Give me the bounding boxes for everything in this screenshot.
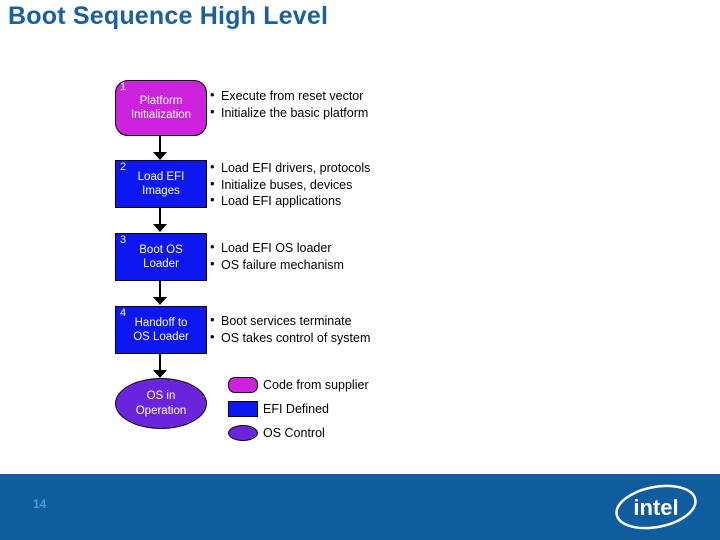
intel-logo: intel (615, 484, 697, 530)
legend-item-code-from-supplier: Code from supplier (228, 373, 369, 396)
flow-node-1-bullets: Execute from reset vector Initialize the… (210, 87, 368, 122)
boot-sequence-flowchart: 1 Platform Initialization Execute from r… (0, 0, 720, 474)
flow-node-3-bullets: Load EFI OS loader OS failure mechanism (210, 239, 344, 274)
flow-node-os-in-operation[interactable]: OS in Operation (115, 378, 207, 429)
connector-4-to-os (159, 354, 161, 371)
page-number: 14 (33, 497, 47, 511)
flow-node-os-label: OS in Operation (135, 390, 187, 417)
bullet-item: Load EFI applications (210, 192, 370, 210)
intel-logo-swoosh-icon (615, 484, 697, 530)
bullet-item: Initialize the basic platform (210, 104, 368, 122)
flow-node-2-bullets: Load EFI drivers, protocols Initialize b… (210, 159, 370, 210)
arrowhead-2-to-3 (153, 224, 167, 232)
flow-node-3-label: Boot OS Loader (139, 243, 183, 270)
flow-node-3-number: 3 (120, 234, 127, 246)
legend-label: OS Control (263, 425, 325, 440)
legend-item-efi-defined: EFI Defined (228, 397, 369, 420)
flow-node-1-number: 1 (120, 81, 127, 93)
flow-node-3-boot-os-loader[interactable]: 3 Boot OS Loader (115, 233, 207, 281)
flow-node-1-label: Platform Initialization (130, 94, 192, 121)
flow-node-4-handoff-to-os-loader[interactable]: 4 Handoff to OS Loader (115, 306, 207, 354)
legend-label: Code from supplier (263, 377, 369, 392)
arrowhead-4-to-os (153, 370, 167, 378)
bullet-item: Initialize buses, devices (210, 176, 370, 194)
legend-swatch-supplier-icon (228, 376, 258, 393)
connector-2-to-3 (159, 208, 161, 225)
flow-node-4-number: 4 (120, 307, 127, 319)
connector-3-to-4 (159, 281, 161, 298)
legend-item-os-control: OS Control (228, 421, 369, 444)
bullet-item: Execute from reset vector (210, 87, 368, 105)
flow-node-1-platform-initialization[interactable]: 1 Platform Initialization (115, 80, 207, 136)
footer-bar (0, 474, 720, 540)
legend-swatch-os-icon (228, 424, 258, 441)
bullet-item: Boot services terminate (210, 312, 370, 330)
bullet-item: Load EFI OS loader (210, 239, 344, 257)
legend: Code from supplier EFI Defined OS Contro… (228, 373, 369, 445)
flow-node-4-label: Handoff to OS Loader (133, 316, 189, 343)
intel-logo-wordmark: intel (633, 495, 678, 520)
flow-node-2-number: 2 (120, 161, 127, 173)
flow-node-2-load-efi-images[interactable]: 2 Load EFI Images (115, 160, 207, 208)
arrowhead-1-to-2 (153, 152, 167, 160)
flow-node-2-label: Load EFI Images (137, 170, 185, 197)
connector-1-to-2 (159, 136, 161, 153)
arrowhead-3-to-4 (153, 297, 167, 305)
flow-node-4-bullets: Boot services terminate OS takes control… (210, 312, 370, 347)
bullet-item: OS failure mechanism (210, 256, 344, 274)
legend-label: EFI Defined (263, 401, 330, 416)
bullet-item: Load EFI drivers, protocols (210, 159, 370, 177)
legend-swatch-efi-icon (228, 400, 258, 417)
page-title: Boot Sequence High Level (8, 2, 329, 30)
bullet-item: OS takes control of system (210, 329, 370, 347)
